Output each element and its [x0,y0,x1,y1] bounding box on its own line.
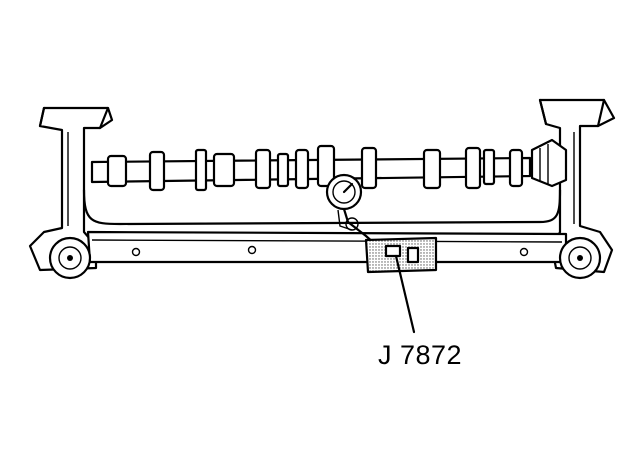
callout-leader-line [394,254,416,334]
frame-rear-rail [82,188,562,226]
left-foot-roller [48,236,92,280]
left-v-block-stand [28,106,114,272]
camshaft [90,138,568,192]
magnetic-base [364,236,438,274]
base-rail [86,230,568,264]
right-foot-roller [558,236,602,280]
tool-callout-label: J 7872 [378,340,463,370]
